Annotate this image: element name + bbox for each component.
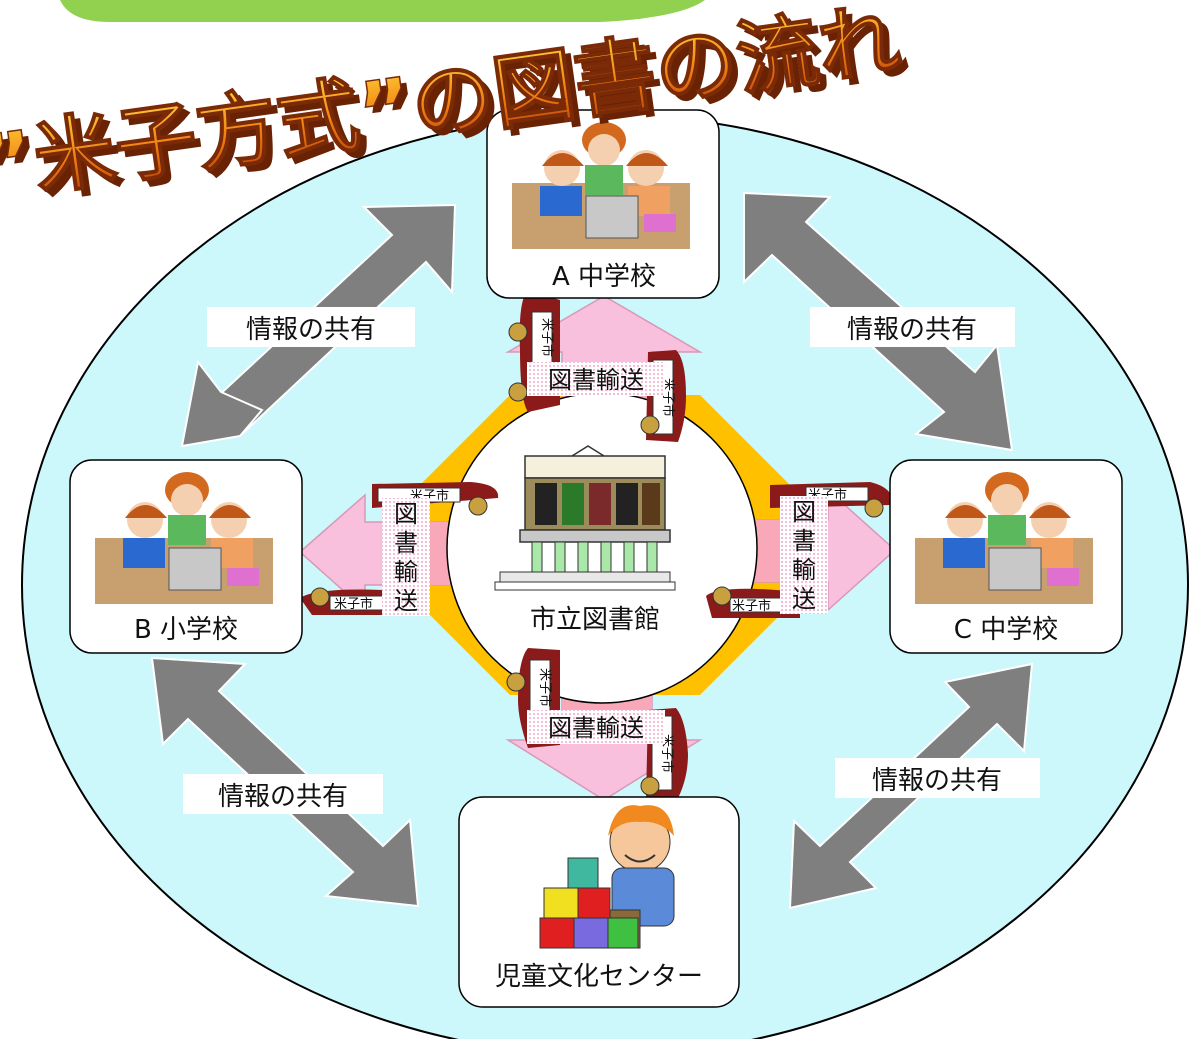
- students-computer-image: [95, 472, 273, 604]
- transport-label-left-1: 図: [394, 500, 418, 528]
- share-label-bg-top-left: [207, 307, 415, 347]
- transport-label-left-4: 送: [394, 587, 418, 615]
- transport-label-right-4: 送: [792, 585, 816, 613]
- share-label-bottom-right: 情報の共有: [872, 766, 1002, 796]
- share-label-bg-bottom-right: [835, 758, 1040, 798]
- node-b-box: B 小学校: [69, 459, 303, 654]
- share-label-bg-top-right: [810, 307, 1015, 347]
- node-b-label: B 小学校: [134, 615, 238, 645]
- share-label-bottom-left: 情報の共有: [218, 782, 348, 812]
- students-computer-image: [915, 472, 1093, 604]
- library-building-image: [494, 445, 676, 591]
- node-c-label: C 中学校: [954, 615, 1058, 645]
- transport-label-top: 図書輸送: [548, 366, 644, 394]
- transport-label-right-2: 書: [792, 527, 816, 555]
- transport-label-left-3: 輸: [394, 558, 418, 586]
- transport-label-left-2: 書: [394, 529, 418, 557]
- truck-label-left-bottom: 米子市: [334, 596, 373, 612]
- node-d-box: 児童文化センター: [458, 796, 740, 1008]
- node-d-label: 児童文化センター: [495, 962, 703, 992]
- transport-label-bottom: 図書輸送: [548, 714, 644, 742]
- transport-label-bg-left: [382, 498, 430, 616]
- transport-label-right-1: 図: [792, 498, 816, 526]
- transport-label-bg-top: [527, 362, 665, 396]
- truck-label-bottom-left: 米子市: [537, 668, 553, 707]
- boy-blocks-image: [539, 805, 675, 949]
- transport-label-bg-right: [780, 496, 828, 614]
- top-banner: [60, 0, 705, 22]
- share-label-bg-bottom-left: [183, 774, 383, 814]
- share-label-top-right: 情報の共有: [847, 315, 977, 345]
- node-a-label: A 中学校: [552, 262, 656, 292]
- node-c-box: C 中学校: [889, 459, 1123, 654]
- truck-label-top-left: 米子市: [539, 318, 555, 357]
- library-label: 市立図書館: [530, 605, 660, 635]
- students-computer-image: [512, 122, 690, 249]
- node-a-box: A 中学校: [486, 109, 720, 299]
- truck-label-right-bottom: 米子市: [732, 598, 771, 614]
- share-label-top-left: 情報の共有: [246, 315, 376, 345]
- transport-label-right-3: 輸: [792, 556, 816, 584]
- transport-label-bg-bottom: [527, 710, 665, 744]
